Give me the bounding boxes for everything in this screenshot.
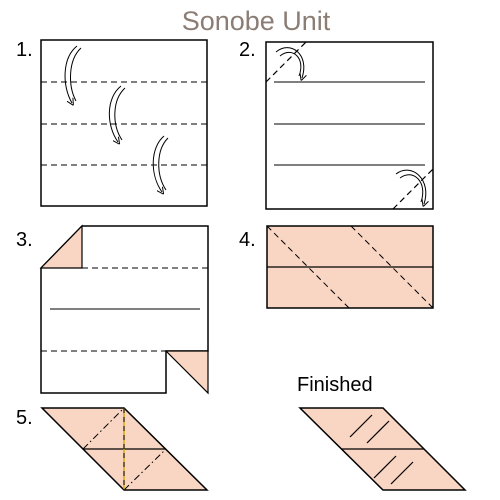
- step-2-fold-arrows: [275, 47, 426, 204]
- curved-arrow-icon: [64, 45, 78, 103]
- finished-unit: Finished: [297, 374, 467, 491]
- finished-pocket-line-1: [349, 414, 373, 438]
- step-3-folded-corner-bottom-right: [164, 350, 209, 395]
- curved-arrow-icon: [395, 169, 426, 204]
- curved-arrow-icon: [108, 85, 122, 142]
- step-2-paper-square: [265, 41, 434, 210]
- finished-pocket-line-4: [390, 461, 414, 485]
- step-1-paper-square: [40, 39, 208, 207]
- step-1: 1.: [16, 39, 208, 207]
- diagram-title: Sonobe Unit: [182, 6, 331, 36]
- step-3-folded-corner-top-left: [39, 224, 83, 269]
- step-4: 4.: [239, 225, 434, 309]
- finished-label: Finished: [297, 374, 373, 396]
- step-5-label: 5.: [16, 407, 33, 429]
- step-3: 3.: [16, 224, 209, 395]
- step-2-label: 2.: [239, 39, 256, 61]
- finished-pocket-line-3: [373, 455, 397, 479]
- step-5-valley-fold-left: [82, 407, 125, 450]
- step-5: 5.: [16, 407, 209, 491]
- curved-arrow-icon: [275, 47, 304, 78]
- step-1-label: 1.: [16, 39, 33, 61]
- step-4-label: 4.: [239, 229, 256, 251]
- step-1-fold-arrows: [64, 45, 169, 192]
- step-2: 2.: [239, 39, 434, 210]
- step-3-label: 3.: [16, 229, 33, 251]
- step-5-valley-fold-right: [123, 448, 167, 491]
- finished-pocket-line-2: [366, 420, 390, 444]
- curved-arrow-icon: [152, 135, 165, 192]
